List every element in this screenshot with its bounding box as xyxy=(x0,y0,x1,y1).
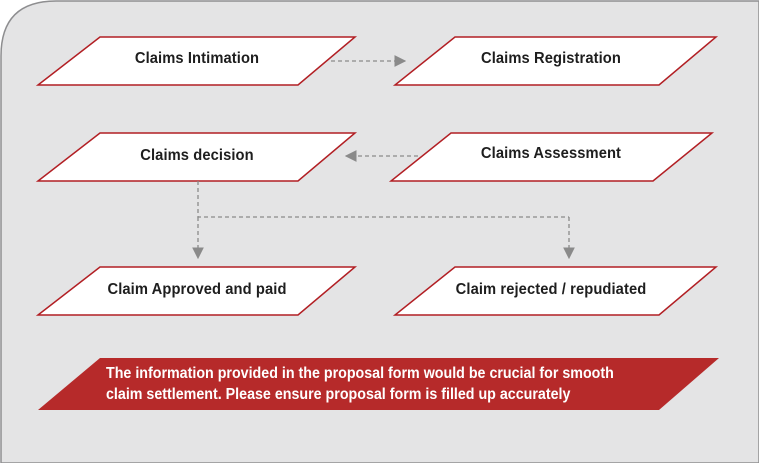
node-claims-registration xyxy=(392,36,719,86)
node-claims-decision xyxy=(35,132,358,182)
claims-intimation-label: Claims Intimation xyxy=(134,50,260,67)
claims-registration-label: Claims Registration xyxy=(480,50,621,67)
note-text: The information provided in the proposal… xyxy=(106,363,621,405)
claim-approved-label: Claim Approved and paid xyxy=(107,281,287,298)
node-claims-assessment xyxy=(388,132,715,182)
claims-decision-label: Claims decision xyxy=(140,147,254,164)
note-line-1: The information provided in the proposal… xyxy=(106,365,614,382)
node-claims-intimation xyxy=(35,36,358,86)
claim-rejected-label: Claim rejected / repudiated xyxy=(455,281,647,298)
note-banner xyxy=(38,358,719,410)
node-claim-approved xyxy=(35,266,358,316)
node-claim-rejected xyxy=(392,266,719,316)
claims-assessment-label: Claims Assessment xyxy=(480,145,622,162)
note-line-2: claim settlement. Please ensure proposal… xyxy=(106,386,571,403)
